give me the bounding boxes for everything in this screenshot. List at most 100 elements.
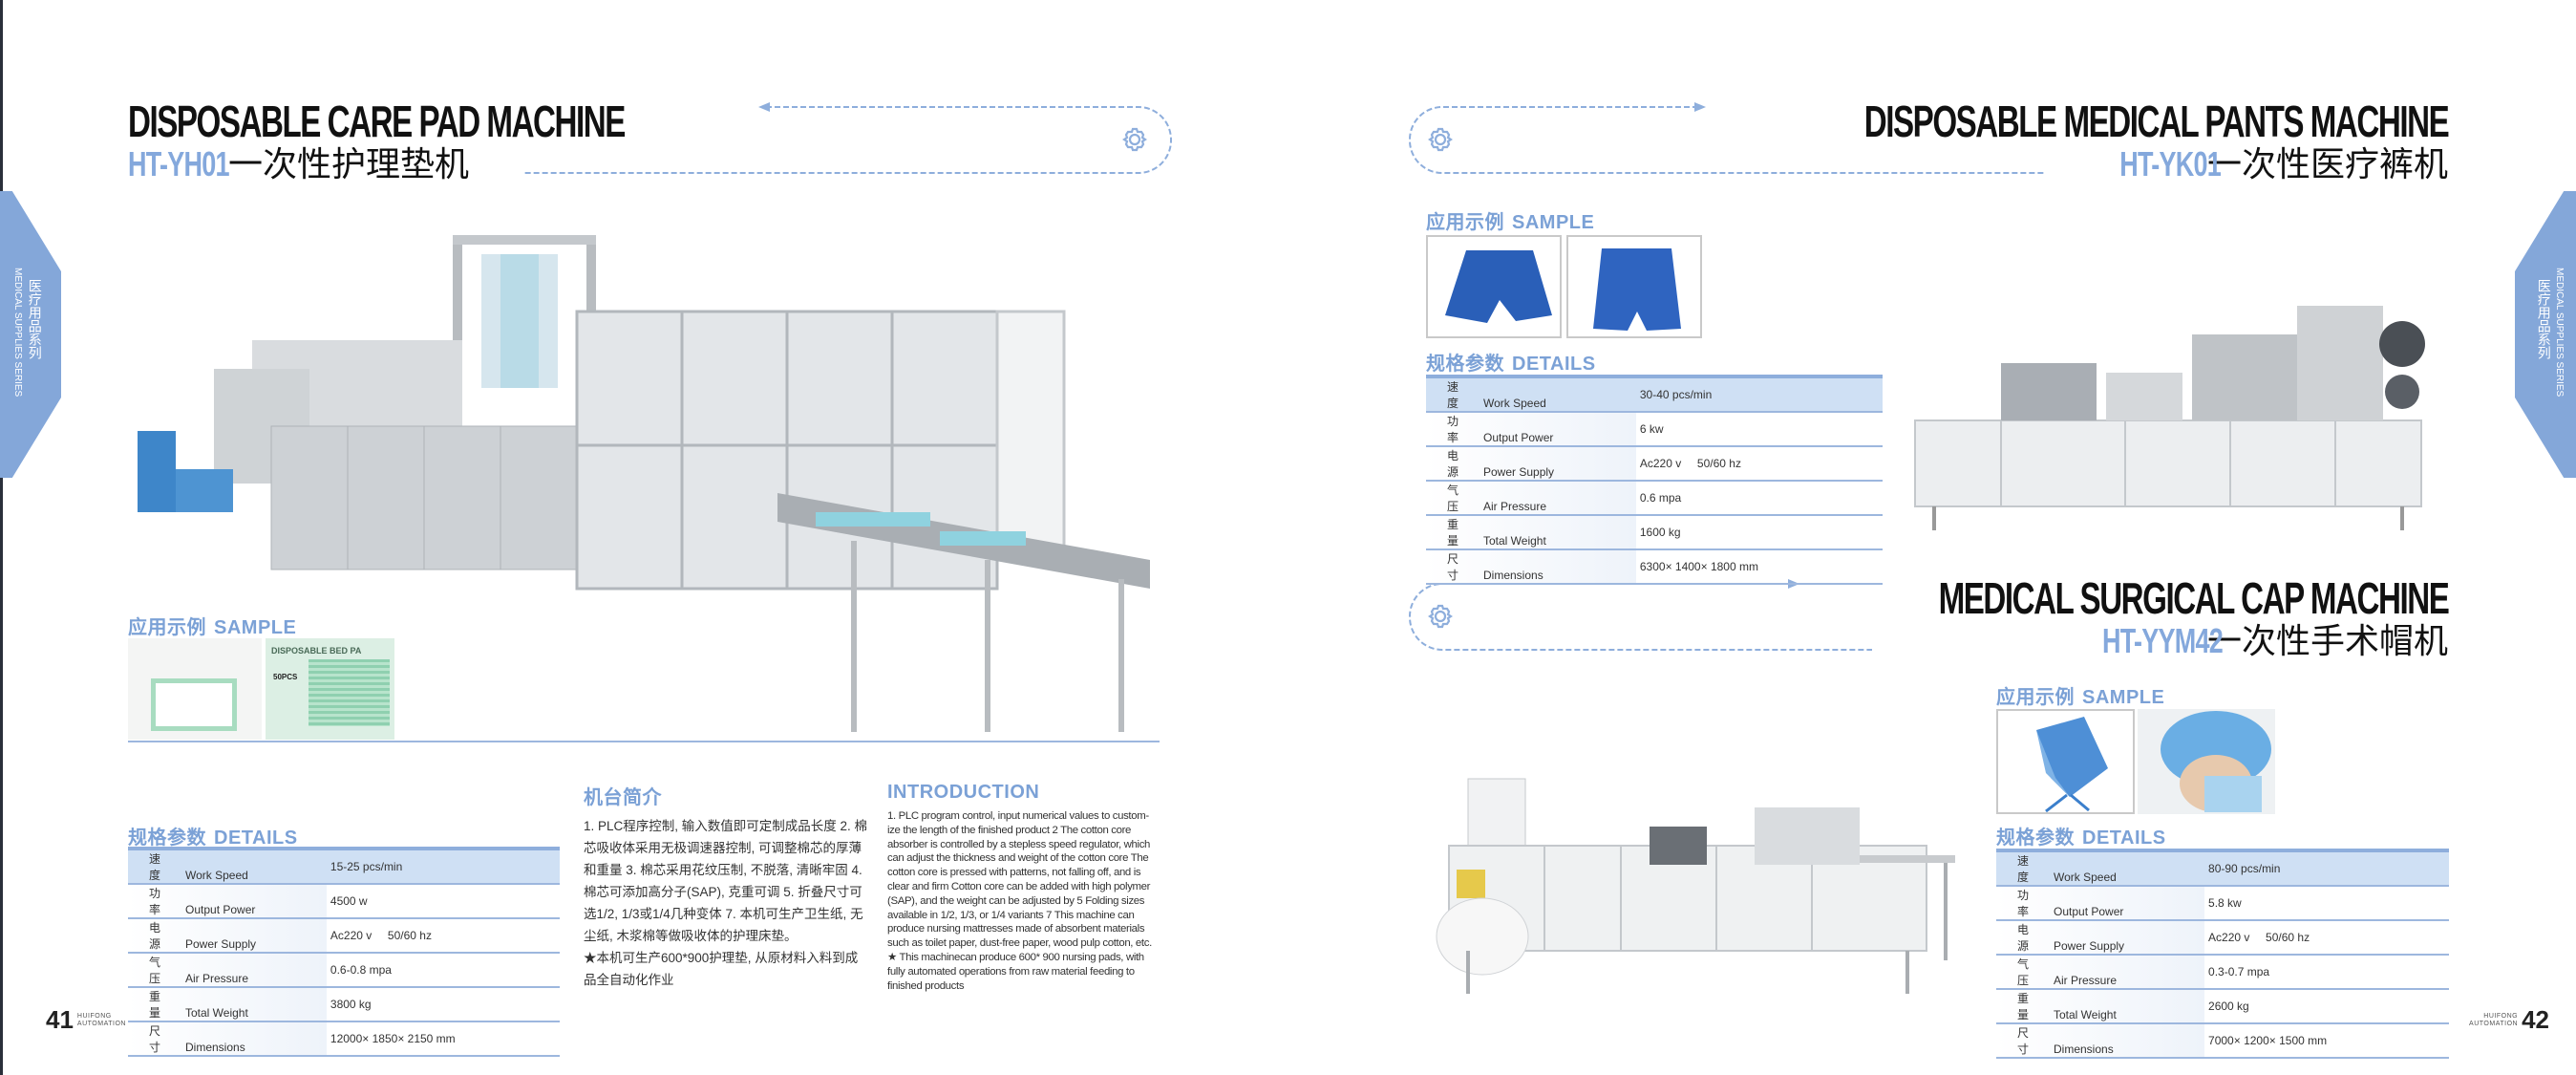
spec-value: 0.6-0.8 mpa (326, 953, 560, 988)
spec-label-cn: 速 度 (2017, 854, 2033, 884)
spec-label-cn: 气 压 (1447, 484, 1463, 513)
intro-en-line: clear and firm Cotton core can be added … (887, 880, 1151, 892)
intro-en-line: absorber is controlled by a stepless spe… (887, 838, 1151, 850)
spec-label-en: Air Pressure (185, 972, 249, 985)
model-code: HT-YK01 (2119, 144, 2222, 183)
spec-label-en: Dimensions (185, 1041, 245, 1054)
side-tab-cn: 医疗用品系列 (2536, 279, 2552, 359)
frame-right-top (1409, 106, 2046, 174)
frame-right-bottom (1409, 583, 1872, 651)
spec-value: 12000× 1850× 2150 mm (326, 1021, 560, 1057)
spec-label-cn: 功 率 (1447, 415, 1463, 444)
page-edge (0, 0, 3, 1075)
spec-label-cn: 尺 寸 (2017, 1026, 2033, 1056)
sample-image-bed-pad-package: DISPOSABLE BED PA 50PCS (266, 638, 394, 740)
spec-label-cn: 功 率 (2017, 889, 2033, 918)
intro-en-line: finished products (887, 979, 965, 992)
spec-label-cn: 重 量 (1447, 518, 1463, 548)
spec-label-en: Power Supply (1483, 465, 1555, 479)
gear-icon (1428, 604, 1453, 629)
intro-cn: 机台简介 1. PLC程序控制, 输入数值即可定制成品长度 2. 棉芯吸收体采用… (584, 782, 870, 991)
model-name-cn: 一次性医疗裤机 (2206, 144, 2448, 183)
spec-value: 2600 kg (2204, 989, 2449, 1024)
spec-value: 4500 w (326, 884, 560, 919)
intro-en-line: can adjust the thickness and weight of t… (887, 852, 1149, 865)
spec-label: 气 压 Air Pressure (1996, 955, 2205, 990)
left-heading: DISPOSABLE CARE PAD MACHINE HT-YH01一次性护理… (128, 99, 818, 182)
spec-label-cn: 电 源 (2017, 923, 2033, 953)
machine-title: MEDICAL SURGICAL CAP MACHINE (1938, 573, 2449, 623)
spec-label-en: Output Power (185, 903, 256, 916)
intro-en-line: such as toilet paper, dust-free paper, w… (887, 937, 1152, 950)
spec-label-en: Work Speed (1483, 397, 1546, 410)
sample-image-cap (1996, 709, 2135, 814)
intro-en-line: available in 1/2, 1/3, or 1/4 variants 7… (887, 909, 1135, 921)
spec-value: 0.3-0.7 mpa (2204, 955, 2449, 990)
spec-label-en: Work Speed (185, 869, 248, 882)
spec-label-cn: 速 度 (1447, 380, 1463, 410)
spec-label-en: Power Supply (185, 937, 257, 951)
intro-en-line: ★ This machinecan produce 600* 900 nursi… (887, 951, 1144, 963)
spec-label: 速 度 Work Speed (1426, 375, 1636, 413)
model-code: HT-YYM42 (2101, 621, 2224, 660)
intro-en-line: 1. PLC program control, input numerical … (887, 810, 1149, 822)
spec-label: 气 压 Air Pressure (128, 953, 327, 988)
spec-label-cn: 气 压 (2017, 957, 2033, 987)
medical-pants-machine-image (1914, 306, 2425, 530)
sample-image-cap-worn (2138, 709, 2275, 814)
sample-image-pants-back (1566, 235, 1702, 338)
spec-label: 气 压 Air Pressure (1426, 481, 1636, 516)
gear-icon (1428, 127, 1453, 152)
spec-value: 80-90 pcs/min (2204, 849, 2449, 887)
intro-cn-text: 1. PLC程序控制, 输入数值即可定制成品长度 2. 棉芯吸收体采用无极调速器… (584, 819, 868, 943)
model-line: HT-YYM42一次性手术帽机 (1740, 624, 2448, 658)
spec-value: Ac220 v 50/60 hz (326, 918, 560, 954)
gear-icon (1122, 127, 1147, 152)
table-row: 电 源 Power Supply Ac220 v 50/60 hz (1996, 920, 2449, 956)
spec-label-en: Total Weight (185, 1006, 248, 1020)
model-name-cn: 一次性手术帽机 (2206, 621, 2448, 660)
side-tab-en: MEDICAL SUPPLIES SERIES (2554, 268, 2565, 398)
page-number: 42 (2522, 1005, 2549, 1034)
spec-value: 15-25 pcs/min (326, 847, 560, 885)
spec-label-en: Air Pressure (1483, 500, 1547, 513)
spec-label-cn: 重 量 (2017, 992, 2033, 1021)
spec-label-en: Air Pressure (2054, 974, 2118, 987)
spec-label-en: Power Supply (2054, 939, 2125, 953)
package-text: DISPOSABLE BED PA (271, 646, 362, 656)
table-row: 气 压 Air Pressure 0.6-0.8 mpa (128, 953, 560, 988)
intro-en-line: fully automated operations from raw mate… (887, 965, 1135, 978)
spec-label-cn: 气 压 (149, 956, 165, 985)
spec-value: Ac220 v 50/60 hz (2204, 920, 2449, 956)
sample-image-pants-front (1426, 235, 1562, 338)
model-line: HT-YH01一次性护理垫机 (128, 147, 818, 182)
cap-heading: MEDICAL SURGICAL CAP MACHINE HT-YYM42一次性… (1740, 573, 2449, 658)
model-code: HT-YH01 (128, 144, 230, 183)
